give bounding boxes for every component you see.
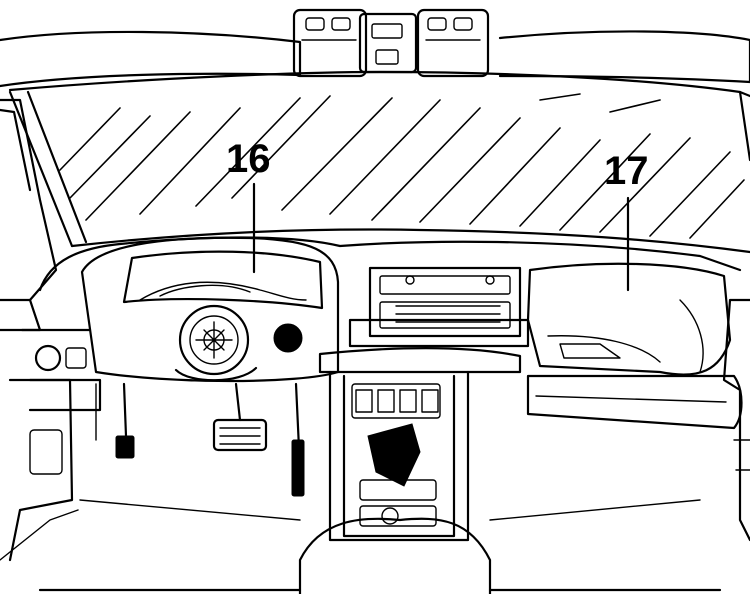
windshield — [8, 70, 750, 254]
callout-17-label: 17 — [604, 149, 649, 193]
floor — [38, 499, 722, 592]
center-console — [298, 370, 492, 594]
right-door — [722, 298, 750, 542]
overhead-console — [292, 8, 490, 78]
passenger-dash-panel — [526, 262, 732, 376]
windshield-hatching — [59, 93, 745, 239]
instrument-cluster-hood — [80, 236, 340, 383]
left-switch-panel — [28, 344, 102, 441]
steering-wheel-hub — [174, 304, 303, 382]
callout-16: 16 — [226, 137, 271, 274]
dashboard-top — [20, 236, 742, 332]
roof-outline — [0, 30, 750, 88]
pedals — [115, 382, 305, 497]
glove-box — [526, 374, 743, 430]
callout-16-label: 16 — [226, 137, 271, 181]
callout-17: 17 — [604, 149, 649, 292]
center-stack — [318, 266, 530, 374]
